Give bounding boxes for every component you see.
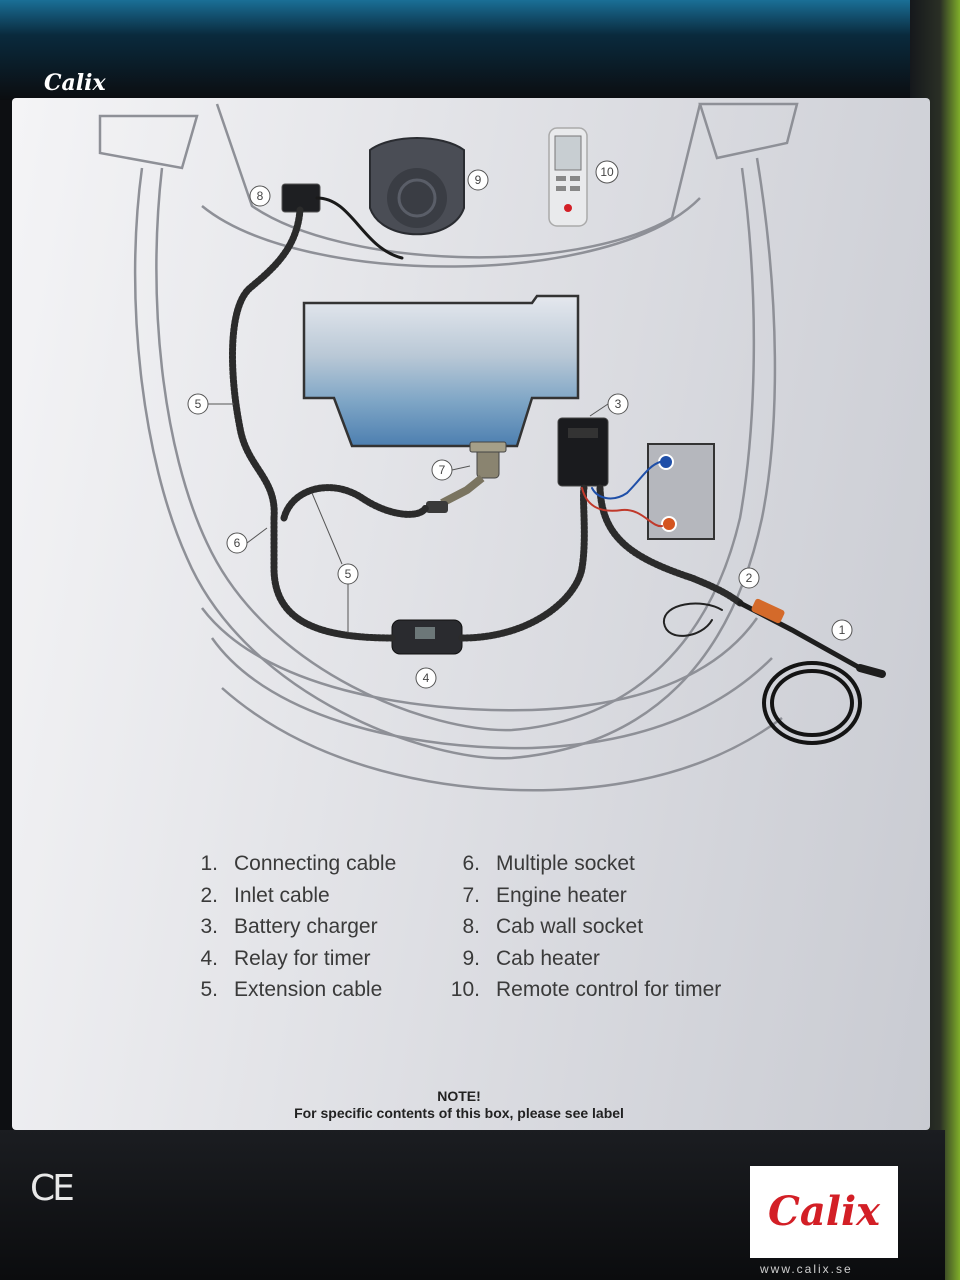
legend-item: 10.Remote control for timer — [450, 978, 722, 1001]
note-title: NOTE! — [437, 1088, 481, 1104]
legend-item: 7.Engine heater — [462, 883, 627, 907]
legend-item: 9.Cab heater — [462, 946, 600, 970]
vehicle-outline — [98, 102, 799, 792]
callout-8: 8 — [249, 185, 271, 207]
brand-logo-small: Calix — [44, 70, 106, 96]
svg-text:3: 3 — [615, 397, 622, 411]
note-text: For specific contents of this box, pleas… — [294, 1105, 624, 1121]
remote-control-icon — [548, 127, 588, 227]
svg-text:9: 9 — [475, 173, 482, 187]
svg-text:10: 10 — [600, 165, 614, 179]
callout-10: 10 — [595, 160, 619, 184]
svg-text:5: 5 — [195, 397, 202, 411]
callout-labels: 8 9 10 5 3 7 6 5 2 1 4 — [187, 160, 853, 689]
legend-item: 2.Inlet cable — [200, 883, 330, 907]
wiring-diagram: 8 9 10 5 3 7 6 5 2 1 4 — [98, 102, 886, 792]
svg-text:4: 4 — [423, 671, 430, 685]
timer-relay-icon — [391, 619, 463, 655]
battery-charger-icon — [557, 417, 609, 487]
callout-5a: 5 — [187, 393, 209, 415]
svg-text:8: 8 — [257, 189, 264, 203]
callout-5b: 5 — [337, 563, 359, 585]
svg-text:6: 6 — [234, 536, 241, 550]
svg-text:5: 5 — [345, 567, 352, 581]
legend-item: 8.Cab wall socket — [462, 915, 644, 938]
callout-leaders — [208, 403, 609, 633]
svg-text:7: 7 — [439, 463, 446, 477]
callout-7: 7 — [431, 459, 453, 481]
callout-1: 1 — [831, 619, 853, 641]
callout-4: 4 — [415, 667, 437, 689]
legend-column-left: 1.Connecting cable 2.Inlet cable 3.Batte… — [196, 852, 396, 1010]
box-top-band — [0, 0, 960, 100]
engine-heater-icon — [426, 441, 507, 513]
website-text: www.calix.se — [760, 1262, 853, 1276]
callout-2: 2 — [738, 567, 760, 589]
callout-9: 9 — [467, 169, 489, 191]
battery-icon — [647, 443, 715, 540]
brand-logo-box: Calix — [750, 1166, 898, 1258]
brand-logo: Calix — [768, 1188, 880, 1235]
legend-item: 4.Relay for timer — [200, 946, 371, 970]
coolant-tank — [302, 294, 580, 448]
svg-text:2: 2 — [746, 571, 753, 585]
legend-item: 6.Multiple socket — [462, 852, 635, 875]
cab-heater-icon — [369, 137, 465, 236]
note-block: NOTE! For specific contents of this box,… — [0, 1088, 918, 1122]
ce-mark: CE — [30, 1168, 75, 1209]
legend-item: 3.Battery charger — [200, 915, 378, 938]
svg-text:1: 1 — [839, 623, 846, 637]
callout-3: 3 — [607, 393, 629, 415]
legend-item: 5.Extension cable — [200, 978, 383, 1001]
cables — [228, 196, 886, 745]
legend-item: 1.Connecting cable — [200, 852, 397, 875]
callout-6: 6 — [226, 532, 248, 554]
legend-column-right: 6.Multiple socket 7.Engine heater 8.Cab … — [440, 852, 721, 1010]
